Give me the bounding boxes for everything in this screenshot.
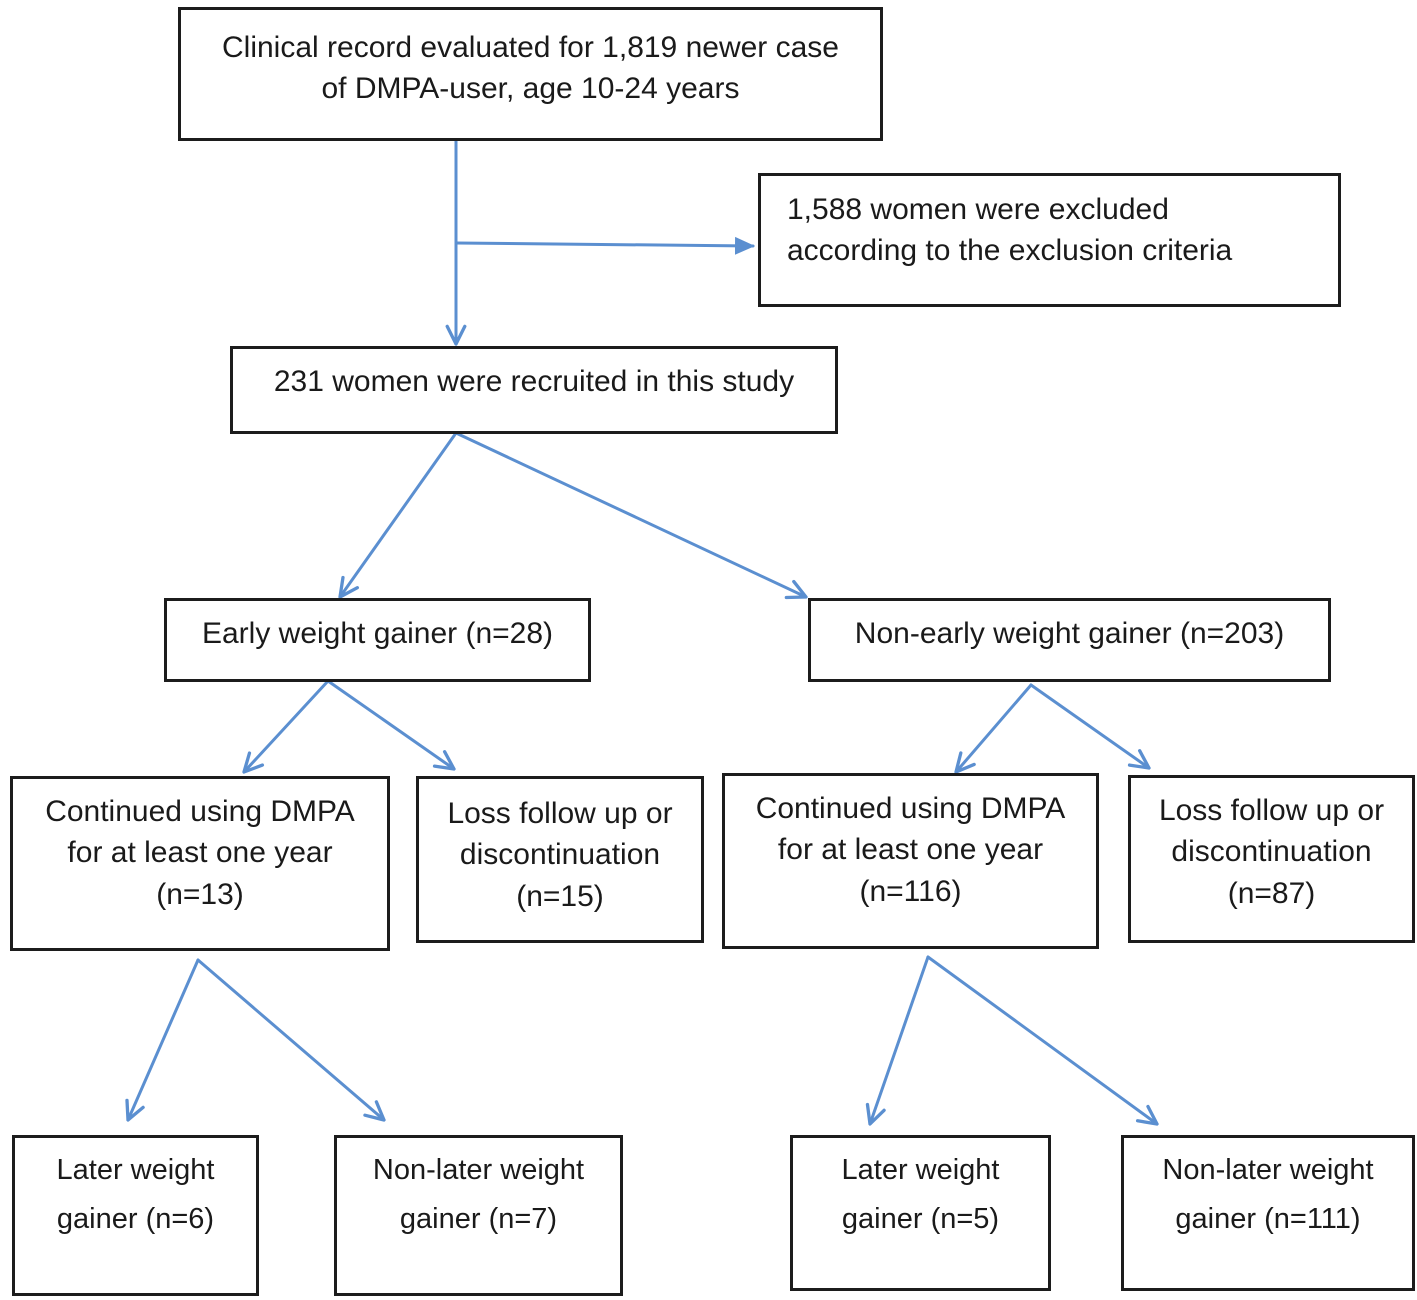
box-early-gainer-line1: Early weight gainer (n=28) — [201, 617, 554, 650]
box-early-loss-line3: (n=15) — [516, 879, 604, 913]
arrow-to-excluded — [454, 236, 755, 255]
box-nonearly-continued-line1: Continued using DMPA — [755, 792, 1066, 825]
box-recruited-line1: 231 women were recruited in this study — [273, 365, 795, 398]
arrow-nonearly-to-continued — [954, 683, 1033, 774]
box-early-nonlater: Non-later weight gainer (n=7) — [334, 1135, 623, 1296]
arrow-recruited-to-nonearly — [454, 431, 808, 600]
box-recruited: 231 women were recruited in this study — [230, 346, 838, 434]
box-nonearly-later-line1: Later weight — [841, 1154, 1000, 1186]
box-excluded-line1: 1,588 women were excluded — [787, 193, 1169, 226]
arrow-recruited-to-early — [338, 431, 458, 599]
box-non-early-gainer: Non-early weight gainer (n=203) — [808, 598, 1331, 682]
arrow-early-continued-to-later — [125, 958, 200, 1122]
box-early-nonlater-line2: gainer (n=7) — [399, 1202, 558, 1235]
box-early-later-line1: Later weight — [56, 1154, 215, 1186]
box-early-later: Later weight gainer (n=6) — [12, 1135, 259, 1296]
box-nonearly-loss-line1: Loss follow up or — [1158, 794, 1385, 827]
box-early-nonlater-line1: Non-later weight — [372, 1154, 585, 1186]
box-excluded: 1,588 women were excluded according to t… — [758, 173, 1341, 307]
box-early-gainer: Early weight gainer (n=28) — [164, 598, 591, 682]
arrow-nonearly-continued-to-later — [865, 955, 930, 1126]
arrow-nonearly-continued-to-nonlater — [926, 955, 1159, 1126]
box-early-later-line2: gainer (n=6) — [56, 1202, 215, 1235]
box-nonearly-loss: Loss follow up or discontinuation (n=87) — [1128, 775, 1415, 943]
box-nonearly-nonlater-line2: gainer (n=111) — [1175, 1202, 1361, 1235]
box-early-continued: Continued using DMPA for at least one ye… — [10, 776, 390, 951]
box-early-continued-line3: (n=13) — [156, 877, 244, 911]
box-nonearly-nonlater-line1: Non-later weight — [1162, 1154, 1374, 1186]
box-early-loss-line1: Loss follow up or — [447, 797, 673, 830]
box-evaluated-line2: of DMPA-user, age 10-24 years — [321, 72, 740, 106]
box-non-early-gainer-line1: Non-early weight gainer (n=203) — [854, 617, 1285, 650]
arrow-early-to-loss — [326, 679, 456, 771]
box-early-continued-line2: for at least one year — [67, 836, 333, 870]
box-nonearly-later: Later weight gainer (n=5) — [790, 1135, 1051, 1291]
box-excluded-line2: according to the exclusion criteria — [787, 234, 1233, 268]
box-nonearly-nonlater: Non-later weight gainer (n=111) — [1121, 1135, 1415, 1291]
box-nonearly-continued-line3: (n=116) — [859, 874, 962, 908]
box-nonearly-continued-line2: for at least one year — [777, 833, 1044, 867]
box-nonearly-later-line2: gainer (n=5) — [841, 1202, 1000, 1235]
box-early-loss: Loss follow up or discontinuation (n=15) — [416, 776, 704, 943]
box-evaluated-line1: Clinical record evaluated for 1,819 newe… — [221, 31, 839, 64]
box-early-continued-line1: Continued using DMPA — [45, 795, 355, 828]
box-nonearly-continued: Continued using DMPA for at least one ye… — [722, 773, 1099, 949]
arrow-nonearly-to-loss — [1029, 683, 1151, 770]
box-nonearly-loss-line2: discontinuation — [1171, 835, 1372, 869]
arrow-early-continued-to-nonlater — [196, 958, 386, 1122]
box-nonearly-loss-line3: (n=87) — [1227, 876, 1316, 910]
arrow-early-to-continued — [242, 679, 330, 774]
box-early-loss-line2: discontinuation — [459, 838, 661, 872]
box-evaluated: Clinical record evaluated for 1,819 newe… — [178, 7, 883, 141]
